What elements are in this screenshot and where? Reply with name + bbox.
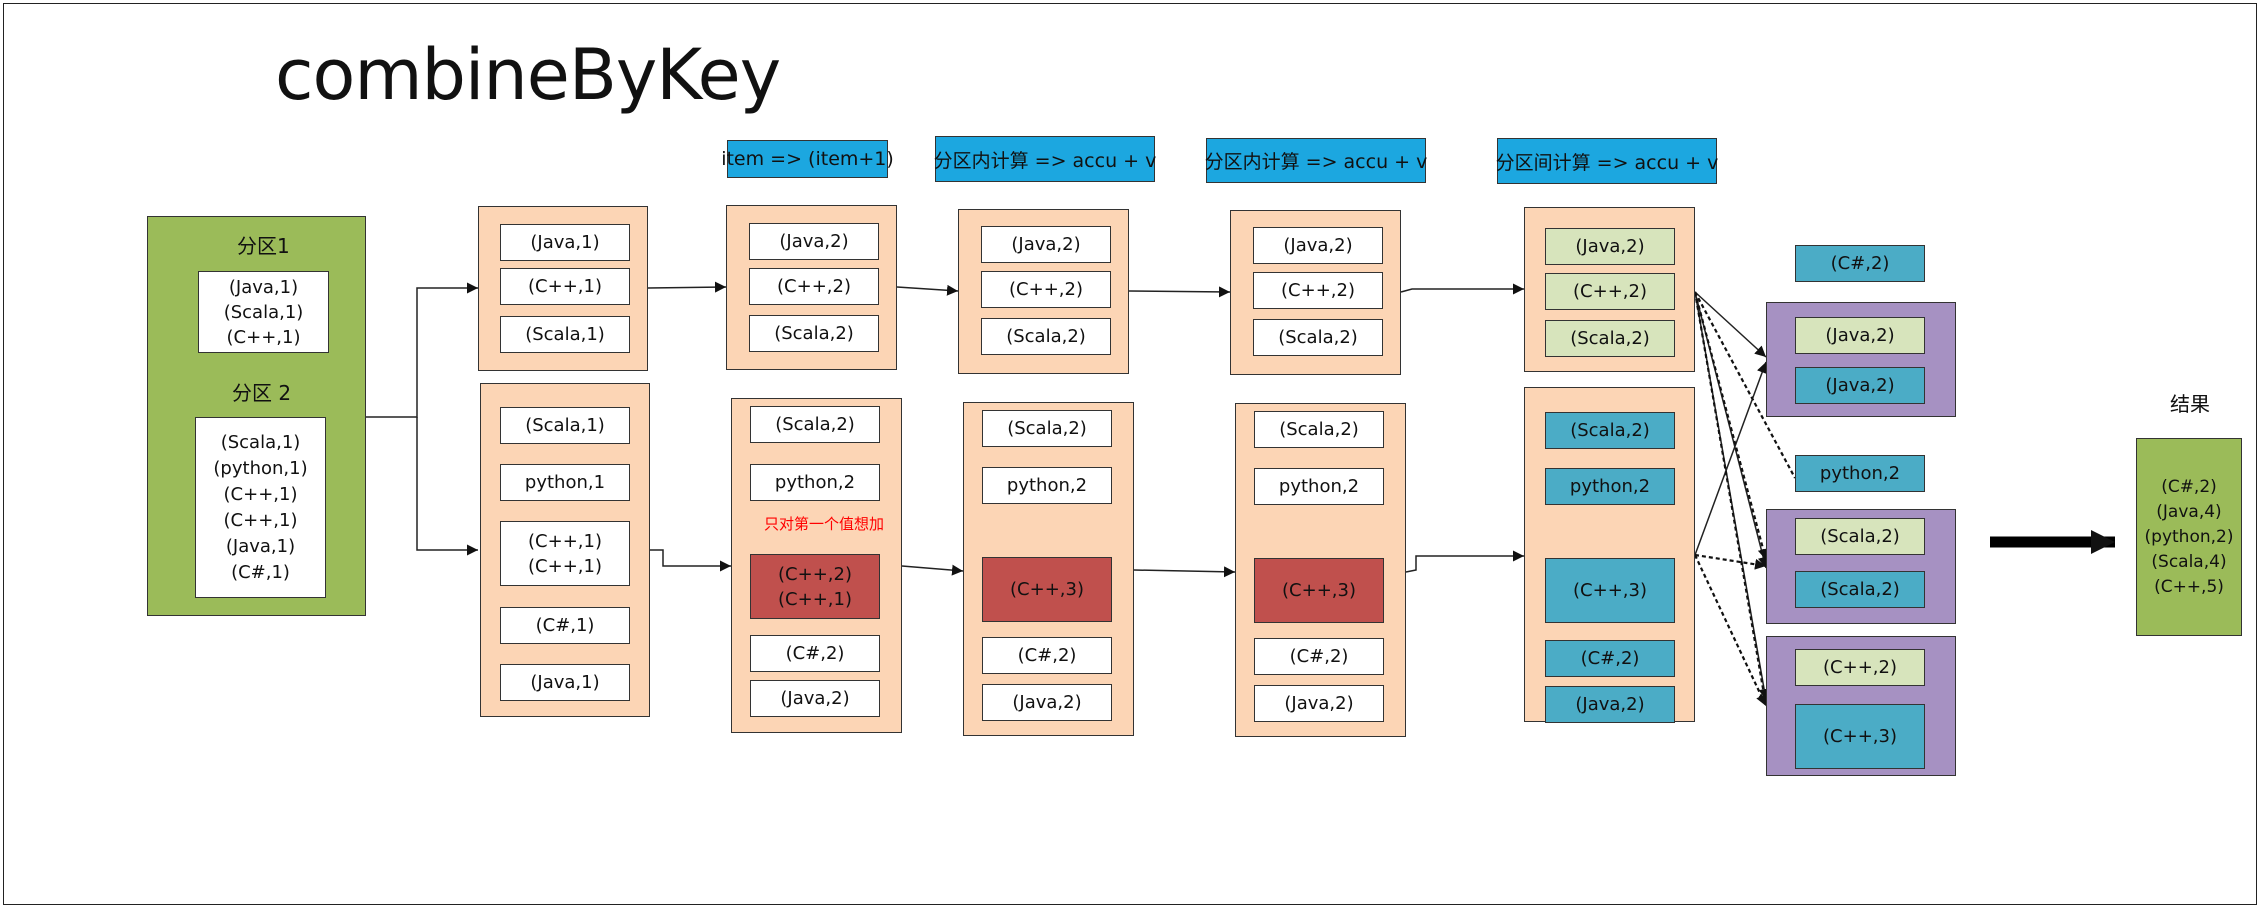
stage0-bottom-item: (Java,1) [500,664,630,701]
header-within-partition-2: 分区内计算 => accu + v [1205,138,1427,183]
stage4-bottom-item: (Java,2) [1545,686,1675,723]
group-csharp: (C#,2) [1795,245,1925,282]
stage4-top-item: (Scala,2) [1545,320,1675,357]
stage2-top-item: (Java,2) [981,226,1111,263]
stage4-bottom-item: python,2 [1545,468,1675,505]
group-scala-item: (Scala,2) [1795,518,1925,555]
header-between-partitions: 分区间计算 => accu + v [1496,138,1718,184]
stage3-bottom-item: (Java,2) [1254,685,1384,722]
arrow-bottom-4 [1405,550,1524,573]
stage0-top-item: (Scala,1) [500,316,630,353]
header-map: item => (item+1) [721,140,894,178]
stage3-top-item: (Java,2) [1253,227,1383,264]
stage3-bottom-item: python,2 [1254,468,1384,505]
arrow-source-bottom [416,417,478,556]
stage2-bottom-item: python,2 [982,467,1112,504]
group-python: python,2 [1795,455,1925,492]
stage3-top-item: (C++,2) [1253,272,1383,309]
shuffle-top-cpp-dotted [1693,291,1770,707]
stage1-bottom-item: (Java,2) [750,680,880,717]
stage2-top-item: (C++,2) [981,271,1111,308]
stage1-top-item: (Scala,2) [749,315,879,352]
shuffle-top-java [1694,291,1767,358]
group-java-item: (Java,2) [1795,367,1925,404]
result-label: 结果 [2170,392,2210,416]
partition1-data: (Java,1) (Scala,1) (C++,1) [198,271,329,353]
arrow-top-3 [1128,286,1231,298]
stage4-bottom-item: (C#,2) [1545,640,1675,677]
stage2-bottom-item-merged: (C++,3) [982,557,1112,622]
arrow-bottom-3 [1133,566,1236,578]
stage0-top-item: (Java,1) [500,224,630,261]
group-cpp-item: (C++,3) [1795,704,1925,769]
shuffle-top-scala-dotted [1693,291,1769,561]
stage1-top-item: (C++,2) [749,268,879,305]
stage0-top-item: (C++,1) [500,268,630,305]
shuffle-bottom-java [1694,361,1768,556]
stage1-top-item: (Java,2) [749,223,879,260]
result-values: (C#,2) (Java,4) (python,2) (Scala,4) (C+… [2144,476,2234,597]
stage4-top-item: (C++,2) [1545,273,1675,310]
stage2-bottom-item: (C#,2) [982,637,1112,674]
arrow-top-2 [896,284,959,296]
stage0-bottom-item: (Scala,1) [500,407,630,444]
stage4-bottom-item: (Scala,2) [1545,412,1675,449]
stage2-top-item: (Scala,2) [981,318,1111,355]
partition1-label: 分区1 [237,234,290,258]
group-scala-item: (Scala,2) [1795,571,1925,608]
stage3-bottom-item: (C#,2) [1254,638,1384,675]
stage1-bottom-item-merged: (C++,2) (C++,1) [750,554,880,619]
result-box [2136,438,2242,636]
stage3-top-item: (Scala,2) [1253,319,1383,356]
stage1-bottom-item: python,2 [750,464,880,501]
shuffle-top-python [1694,291,1796,479]
stage1-bottom-item: (Scala,2) [750,406,880,443]
header-within-partition-1: 分区内计算 => accu + v [934,136,1156,182]
stage4-top-item: (Java,2) [1545,228,1675,265]
partition2-data: (Scala,1) (python,1) (C++,1) (C++,1) (Ja… [195,417,326,598]
partition2-label: 分区 2 [232,381,292,405]
shuffle-bottom-cpp [1694,554,1767,707]
stage1-bottom-item: (C#,2) [750,635,880,672]
stage3-bottom-item: (Scala,2) [1254,411,1384,448]
group-java-item: (Java,2) [1795,317,1925,354]
arrow-top-1 [647,281,727,293]
stage0-bottom-item: python,1 [500,464,630,501]
shuffle-bottom-scala [1694,553,1767,570]
arrow-source-top [366,282,478,418]
group-cpp-item: (C++,2) [1795,649,1925,686]
arrow-bottom-2 [901,564,964,576]
stage2-bottom-item: (Scala,2) [982,410,1112,447]
page-title: combineByKey [275,34,781,116]
stage3-bottom-item-merged: (C++,3) [1254,558,1384,623]
arrow-top-4 [1400,283,1524,295]
stage0-bottom-item: (C++,1) (C++,1) [500,521,630,586]
stage4-bottom-item: (C++,3) [1545,558,1675,623]
stage2-bottom-item: (Java,2) [982,684,1112,721]
stage1-annotation: 只对第一个值想加 [764,515,885,533]
stage0-bottom-item: (C#,1) [500,607,630,644]
arrow-bottom-1 [650,549,731,572]
